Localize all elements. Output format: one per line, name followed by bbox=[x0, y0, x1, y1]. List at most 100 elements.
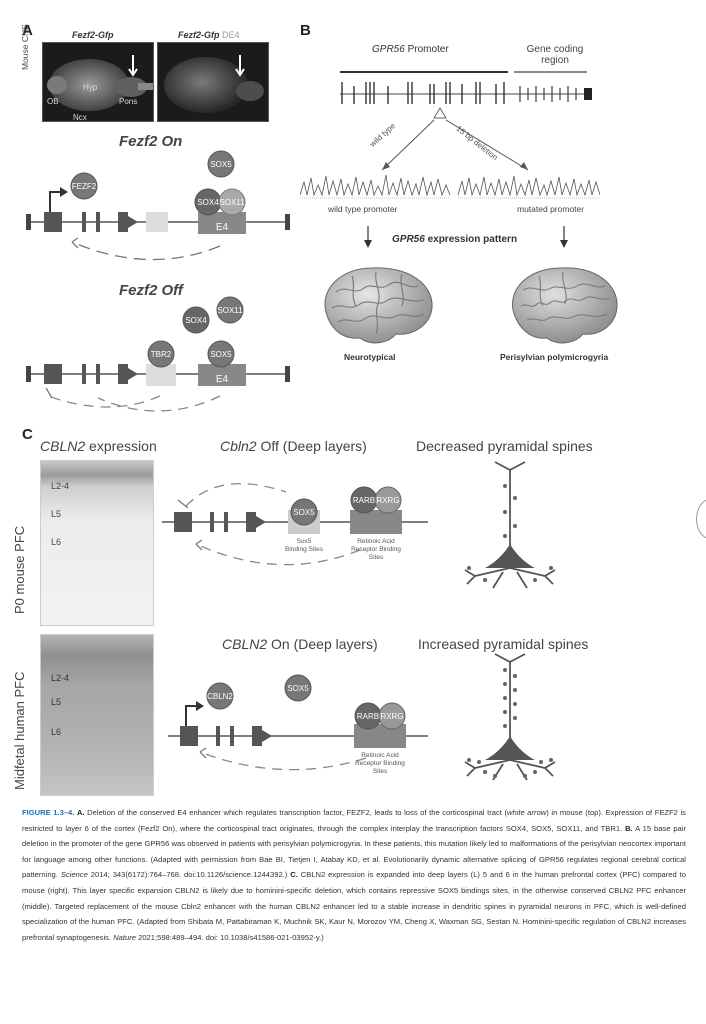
photo2-title: Fezf2-Gfp DE4 bbox=[178, 30, 240, 40]
gpr56-expression-title: GPR56 expression pattern bbox=[392, 234, 517, 245]
pyramidal-neuron-increased bbox=[464, 653, 556, 781]
human-l6-label: L6 bbox=[51, 727, 62, 737]
caption-a-letter: A. bbox=[77, 808, 85, 817]
ra-sites-on-line1: Retinoic Acid bbox=[361, 752, 399, 759]
sox5-factor-on: SOX5 bbox=[210, 160, 232, 169]
mouse-l24-label: L2-4 bbox=[51, 481, 70, 491]
pyramidal-neuron-decreased bbox=[464, 461, 556, 589]
promoter-exon-ticks bbox=[341, 82, 505, 104]
mouse-brain-de4-image bbox=[164, 55, 264, 113]
cbln2-on-gene: CBLN2 bbox=[222, 636, 268, 652]
figure-number: FIGURE 1.3–4. bbox=[22, 808, 75, 817]
expression-arrows bbox=[364, 226, 568, 248]
human-l24-label: L2-4 bbox=[51, 673, 70, 683]
photo1-title: Fezf2-Gfp bbox=[72, 30, 114, 40]
cbln2-on-title: CBLN2 On (Deep layers) bbox=[222, 636, 378, 652]
mouse-l5-label: L5 bbox=[51, 509, 62, 519]
gene-coding-label: Gene coding region bbox=[520, 44, 590, 66]
expression-gene: GPR56 bbox=[392, 234, 425, 245]
sox5-factor-off-c: SOX5 bbox=[293, 508, 315, 517]
panel-b-letter: B bbox=[300, 22, 311, 39]
rarb-factor-on: RARB bbox=[357, 712, 379, 721]
gpr56-promoter-rest: Promoter bbox=[404, 44, 449, 55]
mouse-l6-label: L6 bbox=[51, 537, 62, 547]
rxrg-factor-off: RXRG bbox=[376, 496, 399, 505]
cbln2-expression-gene: CBLN2 bbox=[40, 438, 86, 454]
fezf2-gene-diagrams: FEZF2 SOX5 SOX4 SOX11 TBR2 SOX5 SOX4 SOX… bbox=[26, 150, 290, 412]
p0-mouse-pfc-label: P0 mouse PFC bbox=[12, 525, 27, 614]
photo2-title-gene: Fezf2-Gfp bbox=[178, 30, 220, 40]
panel-c-letter: C bbox=[22, 426, 33, 443]
caption-a-text2: ) in mouse (top). Expression of FEZF2 is… bbox=[22, 808, 686, 833]
caption-c-text2: 2021;598:489–494. doi: 10.1038/s41586-02… bbox=[135, 932, 324, 942]
mouse-cns-photo-de4 bbox=[157, 42, 269, 122]
wt-promoter-label: wild type promoter bbox=[328, 204, 398, 214]
ra-sites-line2: Receptor Binding bbox=[351, 546, 401, 553]
sox5-sites-line2: Binding Sites bbox=[285, 546, 324, 553]
panel-a-letter: A bbox=[22, 22, 33, 39]
ra-sites-line1: Retinoic Acid bbox=[357, 538, 395, 545]
sox5-sites-line1: Sox5 bbox=[297, 538, 312, 545]
fezf2-factor-labels: FEZF2 SOX5 SOX4 SOX11 TBR2 SOX5 SOX4 SOX… bbox=[72, 160, 245, 385]
sox4-factor-off: SOX4 bbox=[185, 316, 207, 325]
rarb-factor-off: RARB bbox=[353, 496, 375, 505]
coding-exon-ticks bbox=[519, 86, 577, 102]
gene-coding-line1: Gene coding bbox=[526, 44, 584, 55]
sox5-factor-on-c: SOX5 bbox=[287, 684, 309, 693]
caption-b-letter: B. bbox=[625, 823, 633, 833]
caption-b-journal: Science bbox=[60, 870, 88, 880]
e4-enhancer-on: E4 bbox=[216, 222, 229, 233]
cbln2-on-diagram: CBLN2 SOX5 RARB RXRG Retinoic Acid Recep… bbox=[168, 674, 428, 775]
cbln2-factor: CBLN2 bbox=[207, 692, 233, 701]
decreased-spines-title: Decreased pyramidal spines bbox=[416, 438, 593, 454]
cbln2-off-diagram: SOX5 RARB RXRG Sox5 Binding Sites Retino… bbox=[162, 483, 428, 566]
sox11-factor-on: SOX11 bbox=[219, 198, 245, 207]
e4-enhancer-off: E4 bbox=[216, 374, 229, 385]
human-pfc-section-image: L2-4 L5 L6 bbox=[40, 634, 154, 796]
mouse-cns-label: Mouse CNS bbox=[20, 24, 30, 70]
gpr56-promoter-gene: GPR56 bbox=[372, 44, 405, 55]
caption-b-text: A 15 base pair deletion in the promoter … bbox=[22, 823, 686, 880]
caption-b-text2: 2014; 343(6172):764–768. doi:10.1126/sci… bbox=[87, 870, 291, 880]
mouse-pfc-section-image: L2-4 L5 L6 bbox=[40, 460, 154, 626]
sox11-factor-off: SOX11 bbox=[217, 306, 243, 315]
mouse-cns-photo-wildtype: Hyp OB Pons Ncx bbox=[42, 42, 154, 122]
rxrg-factor-on: RXRG bbox=[380, 712, 403, 721]
pons-label: Pons bbox=[119, 97, 138, 106]
mut-promoter-label: mutated promoter bbox=[517, 204, 585, 214]
caption-c-letter: C. bbox=[290, 870, 298, 880]
mut-chromatogram bbox=[457, 175, 600, 197]
fezf2-on-title: Fezf2 On bbox=[119, 133, 183, 150]
cbln2-expression-title: CBLN2 expression bbox=[40, 438, 157, 454]
photo2-title-suffix: DE4 bbox=[219, 30, 240, 40]
wt-chromatogram bbox=[300, 174, 451, 197]
caption-a-italic: white arrow bbox=[506, 808, 547, 817]
cbln2-off-title: Cbln2 Off (Deep layers) bbox=[220, 438, 367, 454]
ra-sites-line3: Sites bbox=[369, 554, 384, 561]
ncx-label: Ncx bbox=[73, 113, 87, 122]
cbln2-expression-rest: expression bbox=[85, 438, 157, 454]
hyp-label: Hyp bbox=[83, 83, 98, 92]
expression-rest: expression pattern bbox=[424, 234, 518, 245]
cbln2-off-rest: Off (Deep layers) bbox=[256, 438, 367, 454]
gpr56-promoter-diagram bbox=[300, 71, 600, 199]
mouse-brain-image bbox=[47, 55, 153, 111]
cbln2-off-gene: Cbln2 bbox=[220, 438, 257, 454]
fezf2-off-diagram bbox=[26, 296, 290, 412]
fezf2-off-title: Fezf2 Off bbox=[119, 282, 183, 299]
sox5-factor-off: SOX5 bbox=[210, 350, 232, 359]
polymicrogyria-brain bbox=[512, 267, 618, 344]
polymicrogyria-label: Perisylvian polymicrogyria bbox=[500, 352, 609, 362]
human-l5-label: L5 bbox=[51, 697, 62, 707]
ob-label: OB bbox=[47, 97, 59, 106]
gpr56-promoter-label: GPR56 Promoter bbox=[372, 44, 449, 55]
tbr2-factor: TBR2 bbox=[151, 350, 172, 359]
ra-sites-on-line2: Receptor Binding bbox=[355, 760, 405, 767]
caption-c-journal: Nature bbox=[113, 932, 136, 942]
cbln2-on-rest: On (Deep layers) bbox=[267, 636, 378, 652]
page-edge-circle bbox=[696, 498, 706, 540]
midfetal-human-pfc-label: Midfetal human PFC bbox=[12, 671, 27, 791]
sox4-factor-on: SOX4 bbox=[197, 198, 219, 207]
fezf2-factor: FEZF2 bbox=[72, 182, 97, 191]
caption-c-text: CBLN2 expression is expanded into deep l… bbox=[22, 870, 686, 942]
